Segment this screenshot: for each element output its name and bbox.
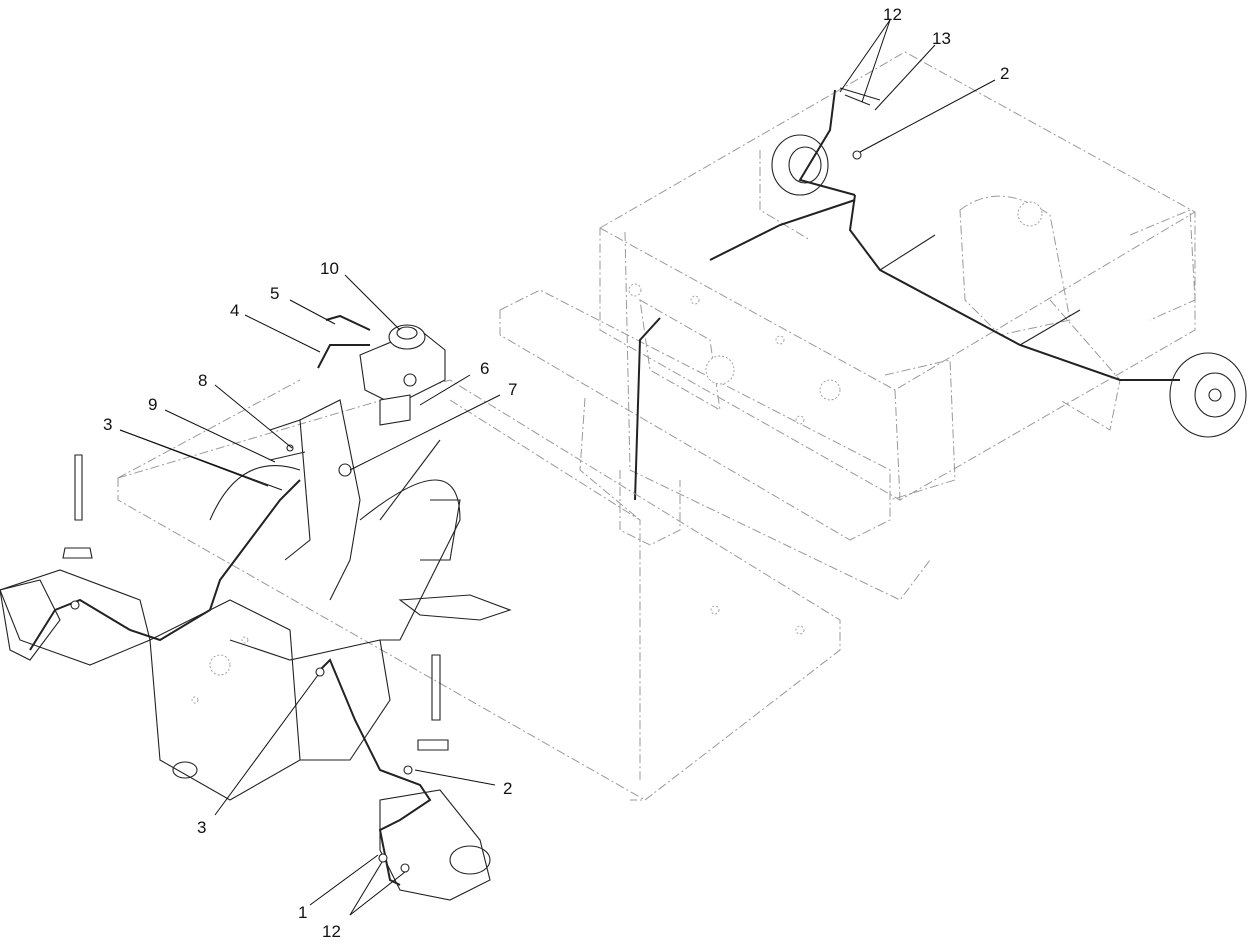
callout-5: 5 [270,284,279,303]
callout-3-top: 3 [103,415,112,434]
callout-3-bottom: 3 [197,818,206,837]
front-spindle-left [0,579,61,661]
rear-brake-lines [634,87,1180,501]
brake-line-fittings [269,314,371,477]
rear-brake-drum-right [1169,352,1247,438]
callout-1: 1 [298,903,307,922]
callout-2-bottom: 2 [503,779,512,798]
callout-12-bottom: 12 [322,922,341,941]
master-cylinder [359,324,446,426]
mounting-bolts [62,454,449,751]
rear-brake-drum-left [771,134,829,196]
rear-frame-phantom [499,51,1196,601]
callout-13: 13 [932,29,951,48]
callout-8: 8 [198,371,207,390]
callout-7: 7 [508,380,517,399]
callout-2-top: 2 [1000,64,1009,83]
callout-4: 4 [230,301,239,320]
callout-6: 6 [480,359,489,378]
callout-labels: 12 13 2 10 5 4 6 8 9 7 3 2 3 1 12 [103,5,1009,941]
callout-12-top: 12 [883,5,902,24]
brake-pedal [398,594,512,621]
front-axle-assembly [0,399,461,801]
callout-9: 9 [148,395,157,414]
front-brake-lines [29,479,432,886]
leader-lines [119,19,996,916]
front-frame-phantom [117,379,841,801]
callout-10: 10 [320,259,339,278]
